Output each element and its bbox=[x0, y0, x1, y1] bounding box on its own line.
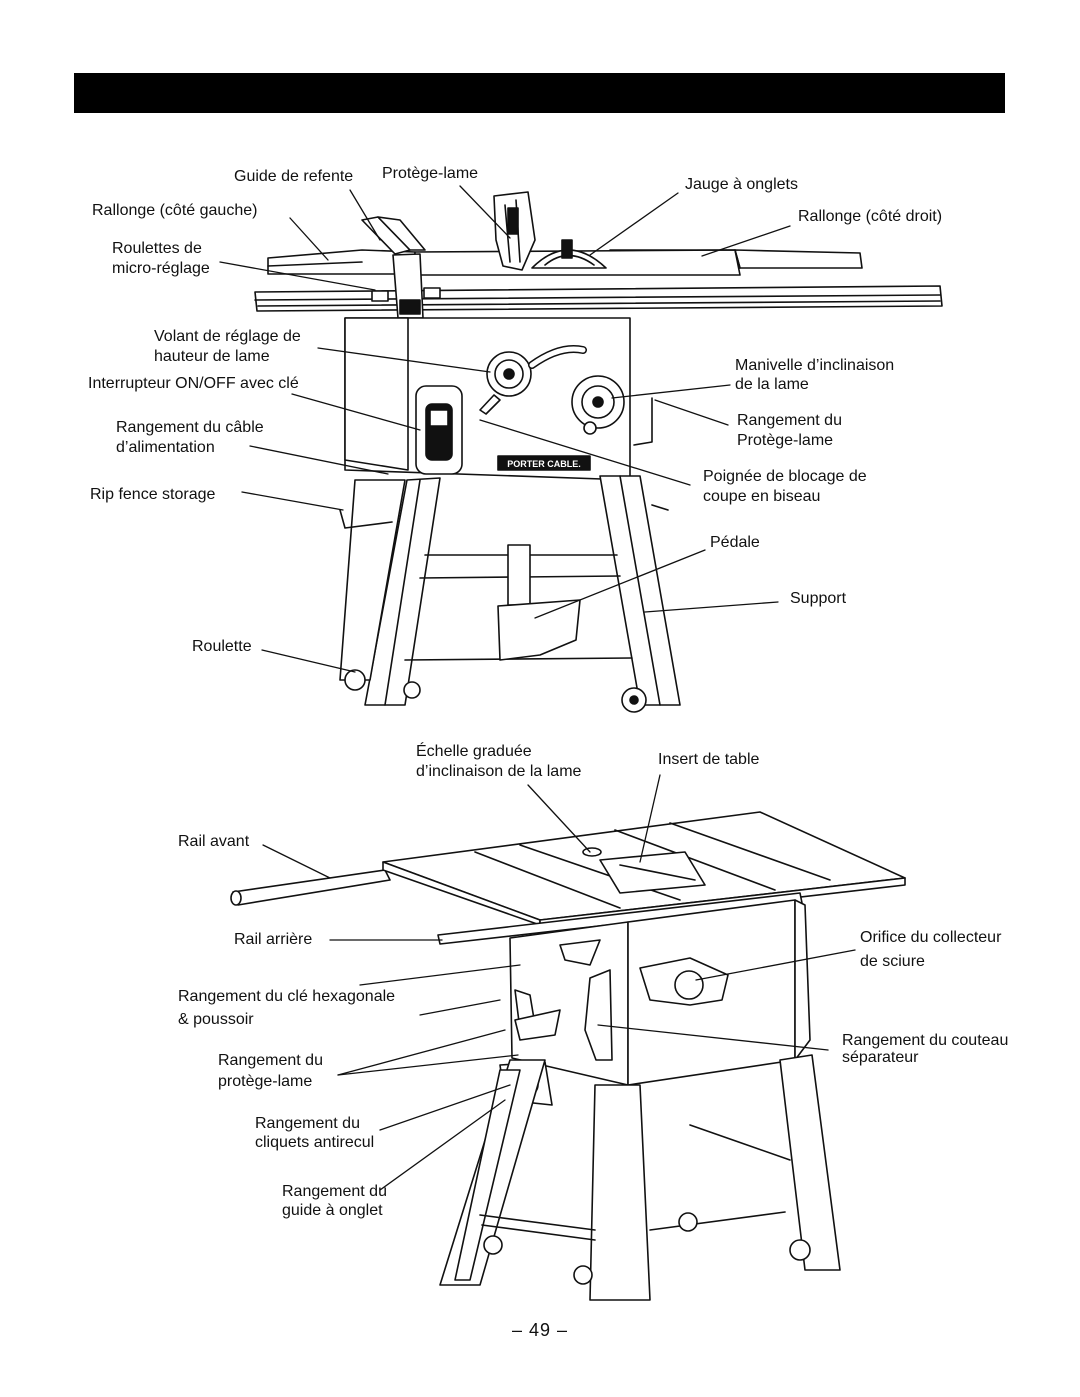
label-miter-gauge: Jauge à onglets bbox=[685, 176, 798, 193]
label-height-wheel-1: Volant de réglage de bbox=[154, 328, 301, 345]
label-bevel-lock-1: Poignée de blocage de bbox=[703, 468, 867, 485]
label-guard-storage-bottom-1: Rangement du bbox=[218, 1052, 323, 1069]
label-front-rail: Rail avant bbox=[178, 833, 250, 850]
label-bevel-scale-1: Échelle graduée bbox=[416, 743, 532, 760]
label-cord-storage-2: d’alimentation bbox=[116, 439, 215, 456]
label-cord-storage-1: Rangement du câble bbox=[116, 419, 264, 436]
label-power-switch: Interrupteur ON/OFF avec clé bbox=[88, 375, 299, 392]
label-pawls-storage-2: cliquets antirecul bbox=[255, 1134, 375, 1151]
label-guard-storage-2: Protège-lame bbox=[737, 432, 834, 449]
label-guard-storage-1: Rangement du bbox=[737, 412, 842, 429]
label-riving-storage-2: séparateur bbox=[842, 1049, 919, 1066]
label-ext-left: Rallonge (côté gauche) bbox=[92, 202, 258, 219]
label-miter-storage-1: Rangement du bbox=[282, 1183, 387, 1200]
label-table-insert: Insert de table bbox=[658, 751, 760, 768]
header-bar bbox=[74, 73, 1005, 113]
label-dust-port-1: Orifice du collecteur bbox=[860, 929, 1002, 946]
brand-logo: PORTER CABLE. bbox=[507, 459, 581, 469]
label-bevel-crank-2: de la lame bbox=[735, 376, 809, 393]
label-pawls-storage-1: Rangement du bbox=[255, 1115, 360, 1132]
label-pedal: Pédale bbox=[710, 534, 760, 551]
label-hex-storage-2: & poussoir bbox=[178, 1011, 254, 1028]
label-rip-fence: Guide de refente bbox=[234, 168, 354, 185]
label-rear-rail: Rail arrière bbox=[234, 931, 313, 948]
page-number: – 49 – bbox=[511, 1320, 569, 1340]
table-saw-front-illustration: PORTER CABLE. bbox=[219, 185, 943, 713]
table-saw-rear-illustration bbox=[230, 774, 906, 1301]
label-dust-port-2: de sciure bbox=[860, 953, 925, 970]
label-guard-storage-bottom-2: protège-lame bbox=[218, 1073, 313, 1090]
label-bevel-crank-1: Manivelle d’inclinaison bbox=[735, 357, 895, 374]
label-rip-fence-storage: Rip fence storage bbox=[90, 486, 216, 503]
label-blade-guard: Protège-lame bbox=[382, 165, 479, 182]
label-height-wheel-2: hauteur de lame bbox=[154, 348, 270, 365]
label-bevel-scale-2: d’inclinaison de la lame bbox=[416, 763, 582, 780]
label-riving-storage-1: Rangement du couteau bbox=[842, 1032, 1009, 1049]
label-micro-wheels-2: micro-réglage bbox=[112, 260, 210, 277]
label-bevel-lock-2: coupe en biseau bbox=[703, 488, 821, 505]
label-miter-storage-2: guide à onglet bbox=[282, 1202, 383, 1219]
label-micro-wheels-1: Roulettes de bbox=[112, 240, 202, 257]
label-hex-storage-1: Rangement du clé hexagonale bbox=[178, 988, 396, 1005]
label-stand: Support bbox=[790, 590, 847, 607]
label-wheel: Roulette bbox=[192, 638, 252, 655]
label-ext-right: Rallonge (côté droit) bbox=[798, 208, 943, 225]
